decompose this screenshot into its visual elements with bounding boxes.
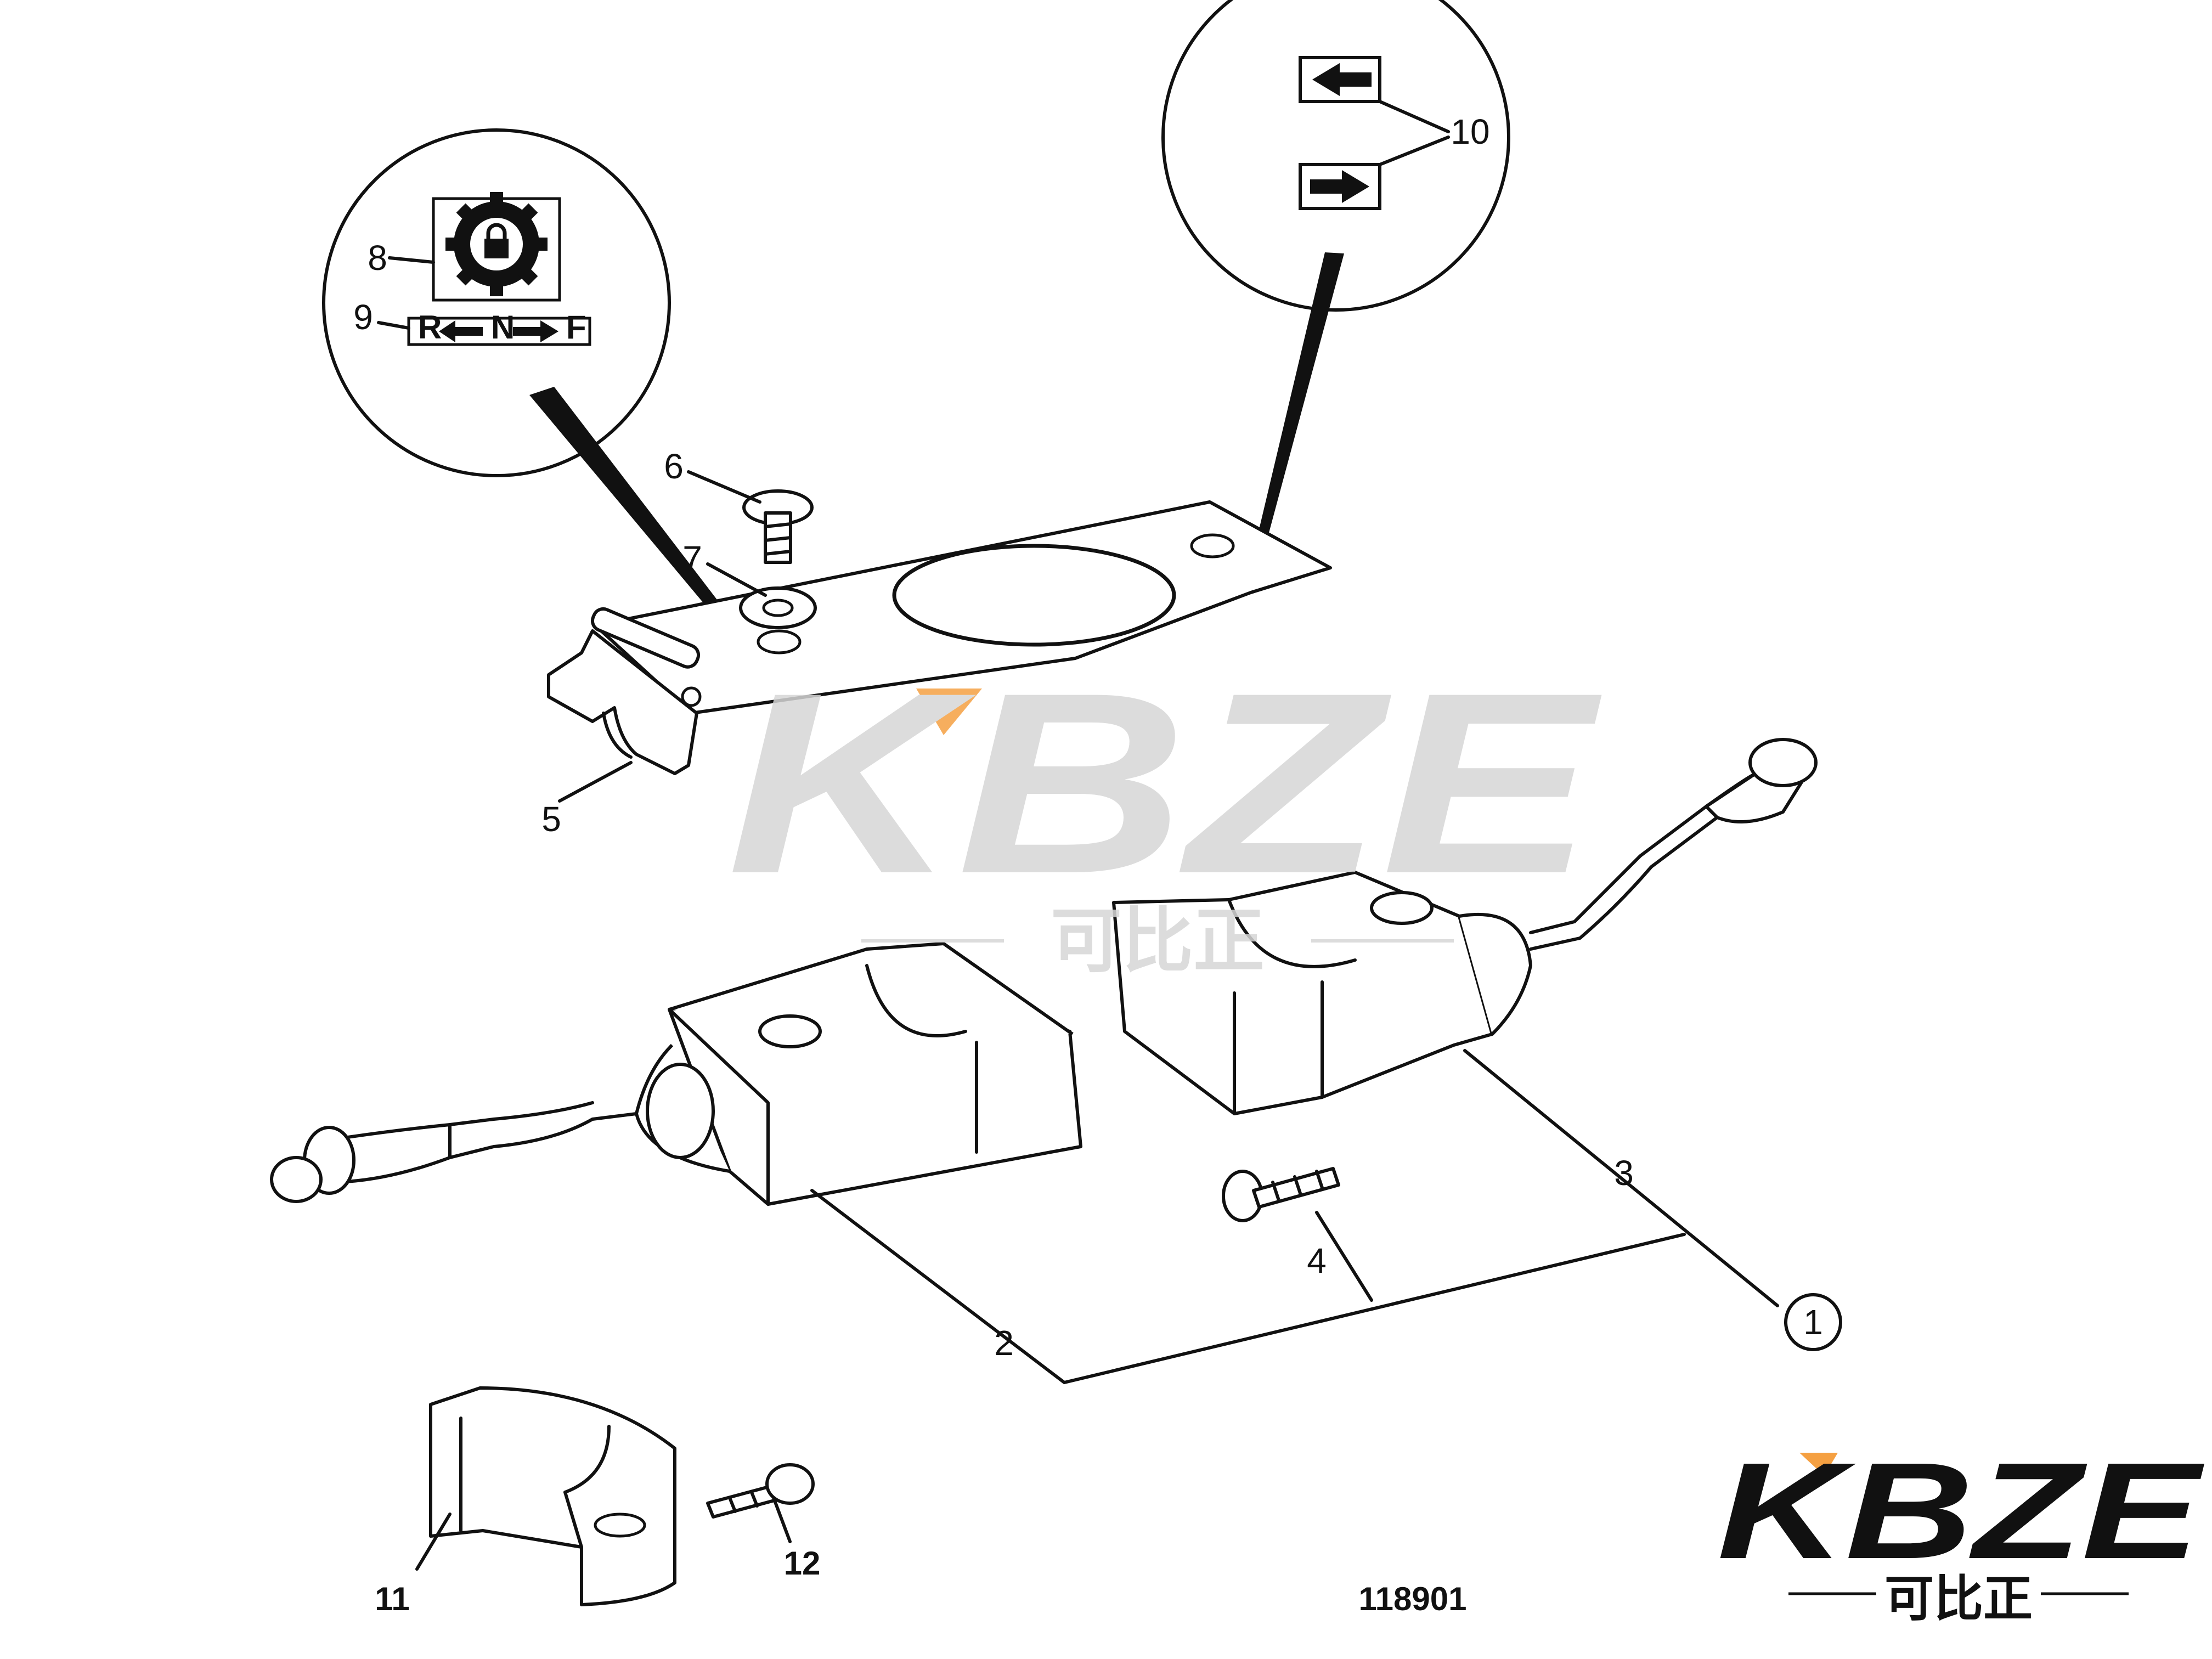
callout-4: 4 (1307, 1241, 1327, 1280)
callout-8: 8 (368, 238, 387, 278)
washer-7 (739, 586, 817, 629)
screw-12 (706, 1463, 815, 1519)
logo-brand: KBZE (1717, 1434, 2204, 1587)
bushing-11 (429, 1386, 676, 1606)
direction-decal: R N F (407, 309, 591, 346)
switch-half-right (1112, 738, 1818, 1115)
callout-10: 10 (1451, 112, 1489, 151)
callout-7: 7 (682, 539, 702, 578)
decal-letter-r: R (418, 309, 442, 346)
arrow-left-icon (1312, 63, 1372, 96)
logo-accent (1799, 1453, 1838, 1476)
callout-2: 2 (994, 1323, 1014, 1363)
callout-6: 6 (664, 447, 684, 486)
callout-circle-1 (1784, 1293, 1842, 1351)
park-lock-decal (432, 192, 561, 302)
screw-6 (742, 489, 814, 564)
decal-letter-n: N (491, 309, 515, 346)
watermark-brand: KBZE (727, 639, 1605, 927)
corner-logo: KBZE 可比正 (1717, 1434, 2204, 1628)
callout-11: 11 (375, 1581, 409, 1617)
decal-letter-f: F (566, 309, 586, 346)
arrow-left-icon (439, 320, 483, 342)
logo-tagline: 可比正 (1884, 1570, 2033, 1628)
arrow-right-icon (513, 320, 558, 342)
callout-12: 12 (784, 1545, 821, 1582)
screw-4 (1222, 1167, 1340, 1222)
detail-circle-decals: R N F (322, 128, 760, 664)
leader-wedge-right (1245, 252, 1344, 590)
callout-5: 5 (541, 799, 561, 839)
arrow-right-icon (1310, 170, 1369, 203)
watermark: KBZE 可比正 (727, 639, 1605, 983)
detail-circle-arrows (1161, 0, 1510, 590)
callout-1: 1 (1803, 1302, 1823, 1342)
leader-wedge-left (529, 387, 760, 664)
watermark-accent (916, 689, 982, 735)
mounting-plate (547, 500, 1332, 775)
switch-half-left (270, 942, 1082, 1206)
watermark-tagline: 可比正 (1051, 899, 1265, 983)
callout-9: 9 (353, 297, 373, 337)
figure-number: 118901 (1359, 1581, 1467, 1617)
callout-3: 3 (1614, 1153, 1634, 1193)
